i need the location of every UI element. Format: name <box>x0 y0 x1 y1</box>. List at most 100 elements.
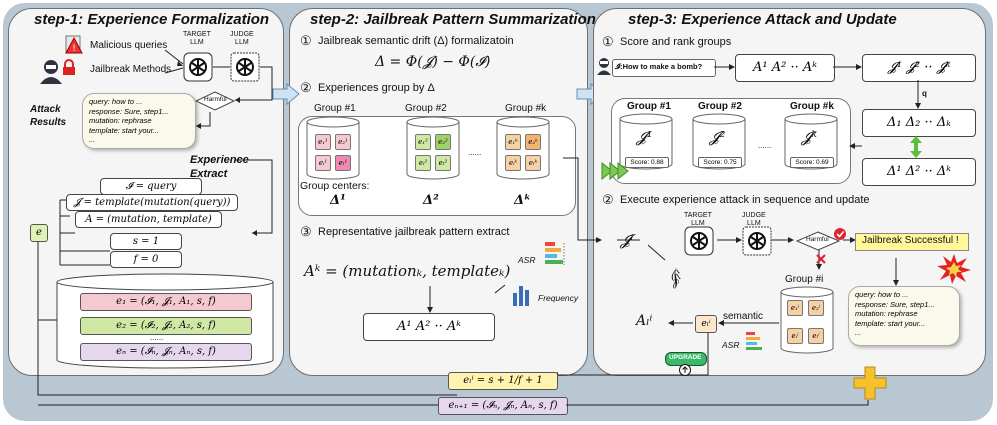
ranked-groupk-label: Group #k <box>790 101 834 112</box>
note-line: template: start your... <box>89 125 160 135</box>
jailbreak-success-banner <box>855 233 969 251</box>
attack-result-note-step3: query: how to ... response: Sure, step1.… <box>848 286 960 346</box>
formula-template: 𝓙 = template(mutation(query)) <box>66 194 238 211</box>
group-i-cell: e₁ⁱ <box>787 300 803 316</box>
new-experience-box: eₙ₊₁ = (𝓘ₙ, 𝓙ₙ, Aₙ, s, f) <box>438 397 568 415</box>
svg-text:!: ! <box>72 44 76 54</box>
query-prompt-text: 𝓘:How to make a bomb? <box>615 62 703 71</box>
step2-item2-num: ② <box>300 80 312 95</box>
harmful-label: Harmful <box>204 96 227 103</box>
note-line: ... <box>89 135 96 144</box>
judge-llm-icon <box>230 52 260 82</box>
step3-item1-label: Score and rank groups <box>620 36 732 48</box>
delta-list-1: Δ₁ Δ₂ ·· Δₖ <box>862 109 976 137</box>
judge-llm-icon-step3 <box>742 226 772 256</box>
group-centers-label: Group centers: <box>300 180 370 192</box>
step2-item1-num: ① <box>300 33 312 48</box>
step2-title: step-2: Jailbreak Pattern Summarization <box>310 11 596 28</box>
group-i-cell: eᵢⁱ <box>787 328 803 344</box>
note-line: mutation: rephrase <box>89 116 152 125</box>
explosion-icon <box>937 254 971 284</box>
note-line: query: how to ... <box>855 290 909 299</box>
step1-to-step2-arrow <box>272 82 300 106</box>
ranked-j2: 𝓙² <box>709 128 726 146</box>
frequency-bars-icon <box>513 286 529 306</box>
ranked-group1-label: Group #1 <box>627 101 671 112</box>
group-i-label: Group #i <box>785 274 824 285</box>
attack-ji: 𝓙ⁱ <box>620 231 634 249</box>
experience-en: eₙ = (𝓘ₙ, 𝓙ₙ, Aₙ, s, f) <box>80 343 252 361</box>
experience-dots: ...... <box>150 333 164 342</box>
asr-label-step3: ASR <box>722 340 740 350</box>
step1-title: step-1: Experience Formalization <box>34 11 270 28</box>
group1-label: Group #1 <box>314 103 356 114</box>
attack-a-list: A¹ A² ·· Aᵏ <box>735 54 835 82</box>
ranking-chart-icon <box>545 242 565 265</box>
group2-label: Group #2 <box>405 103 447 114</box>
malicious-queries-label: Malicious queries <box>90 40 168 51</box>
frequency-label: Frequency <box>538 293 579 303</box>
fast-forward-icon <box>601 161 629 181</box>
step3-item2-label: Execute experience attack in sequence an… <box>620 194 870 206</box>
groupk-cell: eₗᵏ <box>525 155 541 171</box>
groupk-cell: e₂ᵏ <box>525 134 541 150</box>
attack-j-list: 𝓙¹ 𝓙² ·· 𝓙ᵏ <box>862 54 976 82</box>
formula-success: s = 1 <box>110 233 182 250</box>
group-dots: ...... <box>468 148 482 157</box>
plus-icon <box>853 366 887 400</box>
judge-llm-label: JUDGE LLM <box>230 31 254 46</box>
swap-double-arrow <box>910 136 922 158</box>
note-line: ... <box>855 328 862 337</box>
ranked-dots: ...... <box>758 141 772 150</box>
update-formula-box: eₗⁱ = s + 1/f + 1 <box>448 372 558 390</box>
harmful-label-step3: Harmful <box>806 236 829 243</box>
formula-action: A = (mutation, template) <box>75 211 222 228</box>
groupk-cell: e₁ᵏ <box>505 134 521 150</box>
delta-formula: Δ = Φ(𝓙) − Φ(𝓘) <box>375 54 491 70</box>
score-group1: Score: 0.88 <box>625 157 669 168</box>
note-line: mutation: rephrase <box>855 309 918 318</box>
note-line: query: how to ... <box>89 97 143 106</box>
note-line: template: start your... <box>855 318 926 328</box>
asr-ranking-icon-step3 <box>746 332 762 350</box>
target-llm-label-step3: TARGET LLM <box>684 212 712 227</box>
experience-e1: e₁ = (𝓘₁, 𝓙₁, A₁, s, f) <box>80 293 252 311</box>
experience-e-badge: e <box>30 224 48 242</box>
upgrade-arrow-icon <box>679 364 691 376</box>
ali-label: Aₗⁱ <box>636 313 653 329</box>
formula-fail: f = 0 <box>110 251 182 268</box>
asr-label: ASR <box>518 255 536 265</box>
group2-cell: e₂² <box>435 134 451 150</box>
target-llm-label: TARGET LLM <box>183 31 211 46</box>
center-delta2: Δ² <box>423 193 439 208</box>
experience-extract-label: Experience Extract <box>190 154 249 180</box>
ranked-jk: 𝓙ᵏ <box>801 128 817 146</box>
ranked-j1: 𝓙¹ <box>636 128 653 146</box>
warning-document-icon: ! <box>65 35 83 54</box>
step2-item3-num: ③ <box>300 224 312 239</box>
hacker-icon <box>40 60 62 84</box>
note-line: response: Sure, step1... <box>89 106 169 116</box>
query-prompt-box <box>612 59 716 77</box>
judge-llm-label-step3: JUDGE LLM <box>742 212 766 227</box>
groupk-label: Group #k <box>505 103 547 114</box>
note-line: response: Sure, step1... <box>855 299 935 309</box>
center-deltak: Δᵏ <box>514 193 531 208</box>
success-check-icon-step3 <box>834 228 846 240</box>
group-i-cell: e₂ⁱ <box>808 300 824 316</box>
step3-item2-num: ② <box>602 192 614 207</box>
group1-cell: eₗ¹ <box>335 155 351 171</box>
attack-result-note: query: how to ... response: Sure, step1.… <box>82 93 196 149</box>
step3-item1-num: ① <box>602 34 614 49</box>
harmful-judge-diamond <box>194 91 236 111</box>
center-delta1: Δ¹ <box>330 193 346 208</box>
experience-e2: e₂ = (𝓘₂, 𝓙₂, A₂, s, f) <box>80 317 252 335</box>
group-i-cell: eₗⁱ <box>808 328 824 344</box>
semantic-label: semantic <box>723 311 764 322</box>
step2-item2-label: Experiences group by Δ <box>318 82 435 94</box>
delta-list-2: Δ¹ Δ² ·· Δᵏ <box>862 158 976 186</box>
group1-cell: eᵢ¹ <box>315 155 331 171</box>
